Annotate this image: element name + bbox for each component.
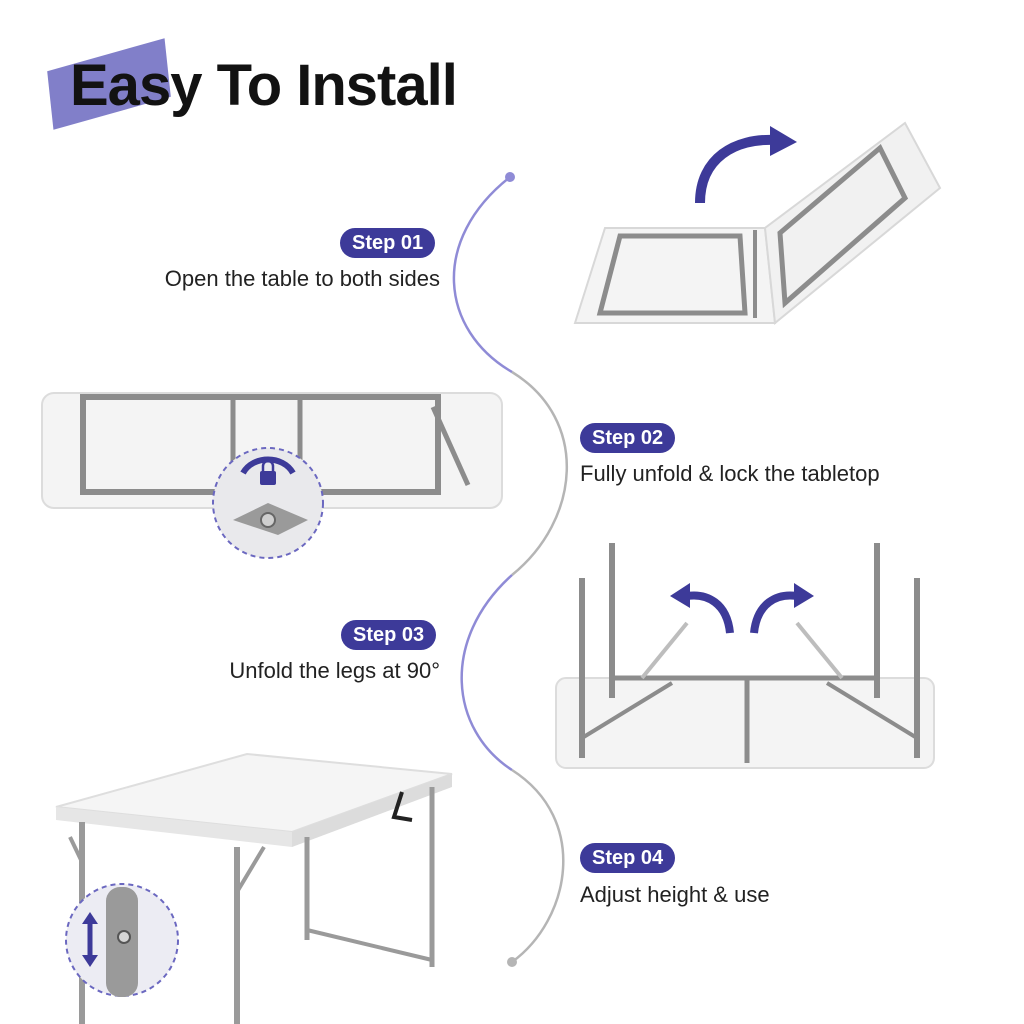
step-01-text: Open the table to both sides (164, 266, 440, 291)
lock-icon (240, 456, 296, 485)
step-03-badge: Step 03 (341, 620, 437, 650)
step-01-badge: Step 01 (340, 228, 436, 258)
step-04-badge: Step 04 (580, 843, 676, 873)
step-01-table-image (565, 118, 945, 338)
page-title: Easy To Install (70, 53, 458, 118)
step-04-table-image (52, 752, 454, 1024)
step-02-table-image (38, 385, 506, 563)
step-03-text: Unfold the legs at 90° (229, 658, 440, 683)
curved-arrow-icon (670, 583, 814, 634)
step-02-text: Fully unfold & lock the tabletop (580, 461, 880, 486)
up-down-arrow-icon (82, 912, 98, 967)
curved-arrow-icon (695, 126, 797, 204)
step-04-text: Adjust height & use (580, 882, 770, 907)
step-02-badge: Step 02 (580, 423, 676, 453)
step-03-table-image (552, 538, 940, 774)
title-block: Easy To Install (47, 38, 480, 130)
